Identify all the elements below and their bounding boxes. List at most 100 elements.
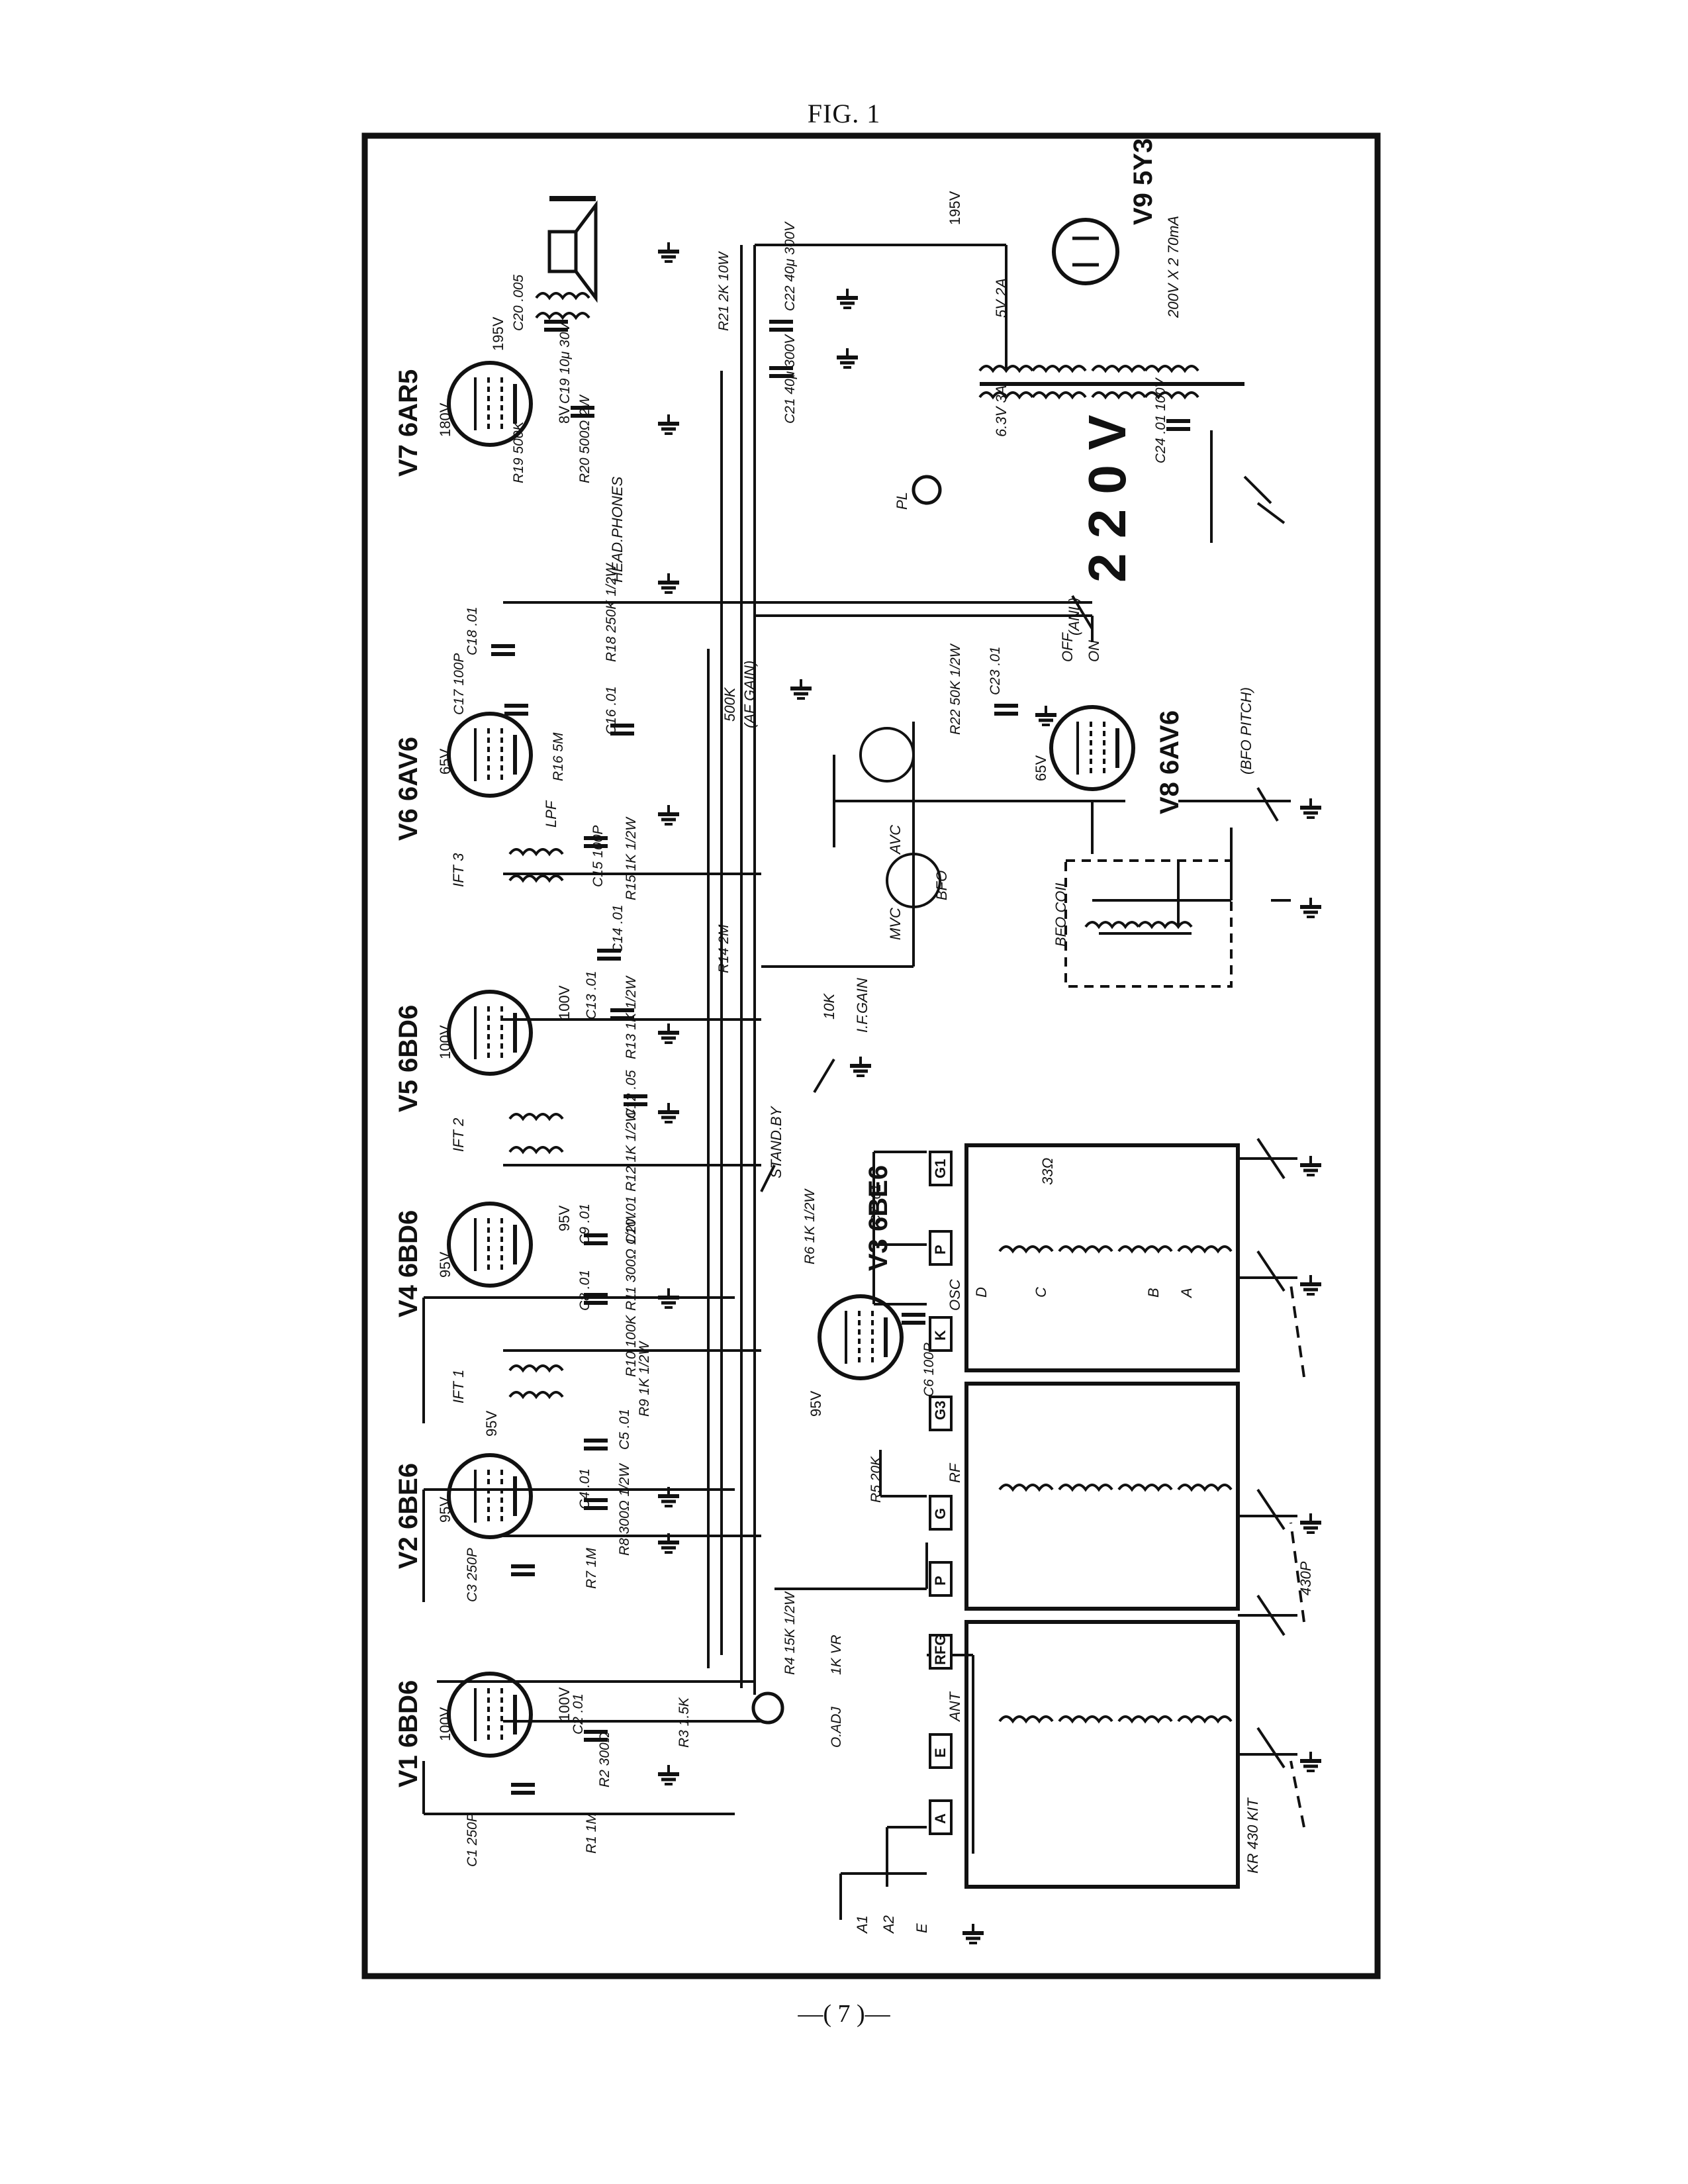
power-transformer [978,365,1244,399]
avc-label: AVC [887,825,904,855]
c22-label: C22 40μ 300V [782,221,798,311]
c1-label: C1 250P [465,1813,480,1867]
r4-label: R4 15K 1/2W [782,1591,798,1675]
c18-label: C18 .01 [465,606,480,655]
ift3-label: IFT 3 [450,853,467,887]
c3-label: C3 250P [465,1548,480,1602]
tube-v5-label: V5 6BD6 [394,1005,423,1112]
b-plus-voltage: 195V [947,191,963,225]
antenna-coil-box [964,1620,1240,1889]
r9-label: R9 1K 1/2W [637,1341,652,1417]
if-gain-label: I.F.GAIN [854,978,870,1033]
bfo-coil-label: BFO COIL [1053,878,1069,947]
bfo-pitch-label: (BFO PITCH) [1238,687,1254,775]
terminal-labels: A E RFG P G G3 K P G1 [932,1159,949,1824]
gang-capacitors [1178,786,1305,1828]
r2-label: R2 300Ω [597,1732,612,1787]
misc-labels: IFT 1 IFT 2 IFT 3 STAND.BY 10K I.F.GAIN … [450,216,1314,1934]
headphones-label: HEAD.PHONES [609,477,626,583]
anl-on-label: ON [1086,640,1102,662]
o-adj-label: O.ADJ [829,1707,844,1748]
bfo-coil-box [1064,859,1233,988]
if-gain-pot-label: 10K [821,993,837,1020]
rect-heater-label: 5V 2A [993,278,1009,318]
r5-label: R5 20K [868,1456,884,1503]
c17-label: C17 100P [451,653,467,715]
terminals [929,1151,953,1835]
tube-v1 [449,1674,531,1756]
controls [760,475,1286,1192]
tube-v2-label: V2 6BE6 [394,1463,423,1569]
r3-label: R3 1.5K [677,1697,692,1748]
rf-coil-box [964,1382,1240,1611]
zero-adj-meter-icon [751,1691,784,1725]
c2-label: C2 .01 [571,1693,586,1734]
c15-label: C15 100P [590,826,606,887]
tube-v1-label: V1 6BD6 [394,1680,423,1787]
tube-v3-label: V3 6BE6 [864,1165,893,1271]
tube-v8-label: V8 6AV6 [1155,710,1184,814]
vr-label: 1K VR [829,1635,844,1675]
c6-label: C6 100P [921,1343,937,1397]
r33-label: 33Ω [1039,1158,1056,1185]
coil-pack-inductors [998,921,1233,1723]
r20-label: R20 500Ω 2W [577,394,592,483]
a1-label: A1 [854,1915,870,1934]
schematic-border [361,132,1381,1979]
af-gain-label: (AF GAIN) [741,661,758,728]
osc-label: OSC [947,1279,963,1311]
speaker-icon [547,196,598,303]
r16-label: R16 5M [551,732,566,781]
c12-label: C12 .05 [624,1070,639,1119]
tube-v3 [820,1296,902,1378]
tube-v6-label: V6 6AV6 [394,737,423,841]
c9-label: C9 .01 [577,1204,592,1245]
c430p-label: 430P [1297,1561,1314,1595]
page-number: —( 7 )— [798,2000,890,2028]
af-gain-pot-label: 500K [722,687,738,722]
band-c-label: C [1033,1287,1049,1298]
anl-off-label: OFF [1059,632,1076,662]
c8-label: C8 .01 [577,1270,592,1311]
terminal-p1-label: P [932,1576,949,1586]
c21-label: C21 40μ 300V [782,334,798,424]
v5-plate-voltage: 100V [437,1025,453,1059]
tube-v4 [449,1204,531,1286]
kit-label: KR 430 KIT [1244,1797,1261,1874]
pilot-lamp-label: PL [894,492,910,510]
heater-label: 6.3V 3A [993,385,1009,437]
e-label: E [914,1923,930,1933]
r19-label: R19 500K [511,421,526,483]
r13-label: R13 1K 1/2W [624,975,639,1059]
v4-screen-voltage: 95V [556,1206,573,1231]
v2-plate-voltage: 95V [437,1497,453,1523]
v7-screen-voltage: 195V [490,316,506,351]
c4-label: C4 .01 [577,1468,592,1509]
if-transformers [508,848,564,1398]
ift1-label: IFT 1 [450,1370,467,1403]
terminal-p2-label: P [932,1245,949,1255]
c10-label: C10 .01 [624,1196,639,1245]
terminal-e-label: E [932,1748,949,1758]
hv-label: 200V X 2 70mA [1165,216,1182,318]
terminal-k-label: K [932,1330,949,1341]
r7-label: R7 1M [584,1548,599,1589]
ground-symbols [658,242,1321,1943]
r22-label: R22 50K 1/2W [948,643,963,735]
v3-screen-voltage: 95V [808,1391,824,1417]
r15-label: R15 1K 1/2W [624,816,639,900]
tube-v2 [449,1455,531,1537]
v1-plate-voltage: 100V [437,1707,453,1741]
r12-label: R12 1K 1/2W [624,1108,639,1192]
c14-label: C14 .01 [610,904,626,953]
pilot-lamp-icon [912,475,942,505]
tube-v9-label: V9 5Y3 [1129,138,1158,225]
mvc-label: MVC [887,908,904,940]
tube-v6 [449,714,531,796]
c16-label: C16 .01 [604,686,619,735]
v1-screen-voltage: 100V [556,1687,573,1721]
r8-label: R8 300Ω 1/2W [617,1462,632,1556]
output-transformer [535,292,590,319]
tube-v9 [1052,218,1119,285]
